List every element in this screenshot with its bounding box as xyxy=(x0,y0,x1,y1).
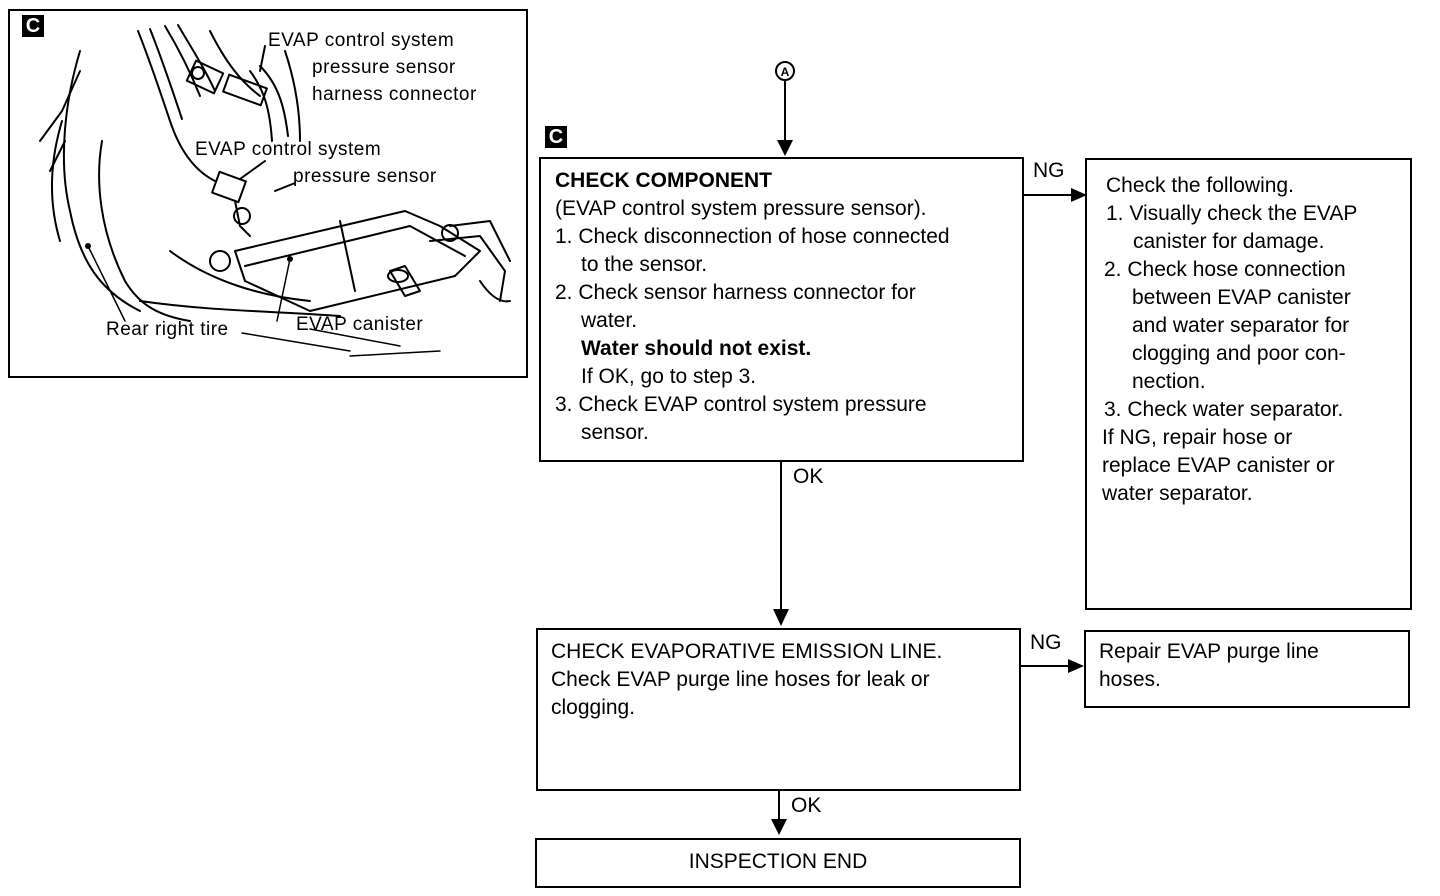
check-following-line: nection. xyxy=(1132,370,1206,393)
component-illustration-panel: C EVAP control system pressure sensor ha… xyxy=(8,9,528,378)
check-following-line: 3. Check water separator. xyxy=(1104,398,1344,421)
check-component-line: 3. Check EVAP control system pressure xyxy=(555,393,927,416)
check-component-title: CHECK COMPONENT xyxy=(555,169,773,192)
edge-label-ng: NG xyxy=(1030,631,1062,654)
label-rear-right-tire: Rear right tire xyxy=(106,319,229,340)
check-component-box: CHECK COMPONENT (EVAP control system pre… xyxy=(539,157,1024,462)
check-following-line: and water separator for xyxy=(1132,314,1350,337)
check-component-line: sensor. xyxy=(581,421,649,444)
arrowhead-down xyxy=(777,140,793,156)
check-component-line: If OK, go to step 3. xyxy=(581,365,757,388)
check-following-line: Check the following. xyxy=(1106,174,1294,197)
illustration-tag: C xyxy=(22,15,44,37)
label-evap-canister: EVAP canister xyxy=(296,314,424,335)
check-evap-line-line: CHECK EVAPORATIVE EMISSION LINE. xyxy=(551,640,943,663)
component-illustration xyxy=(39,24,511,357)
arrowhead-down xyxy=(773,609,789,626)
arrowhead-right xyxy=(1071,188,1087,202)
check-component-line: water. xyxy=(581,309,638,332)
label-sensor-line2: pressure sensor xyxy=(293,166,437,187)
check-evap-line-line: clogging. xyxy=(551,696,636,719)
check-following-line: clogging and poor con- xyxy=(1132,342,1346,365)
check-evap-line-line: Check EVAP purge line hoses for leak or xyxy=(551,668,930,691)
edge-label-ng: NG xyxy=(1033,159,1065,182)
check-following-line: water separator. xyxy=(1102,482,1253,505)
repair-line: hoses. xyxy=(1099,668,1161,691)
check-following-line: If NG, repair hose or xyxy=(1102,426,1293,449)
connector-a-symbol: A xyxy=(781,65,790,79)
arrowhead-right xyxy=(1068,659,1084,673)
check-following-line: between EVAP canister xyxy=(1132,286,1351,309)
repair-box: Repair EVAP purge line hoses. xyxy=(1084,630,1410,708)
arrowhead-down xyxy=(771,819,787,835)
check-evap-line-box: CHECK EVAPORATIVE EMISSION LINE. Check E… xyxy=(536,628,1021,791)
edge-label-ok: OK xyxy=(791,794,822,817)
check-component-line: (EVAP control system pressure sensor). xyxy=(555,197,927,220)
check-following-line: canister for damage. xyxy=(1133,230,1325,253)
check-following-line: replace EVAP canister or xyxy=(1102,454,1335,477)
inspection-end-label: INSPECTION END xyxy=(688,850,868,873)
label-sensor-connector-line3: harness connector xyxy=(312,84,477,105)
label-sensor-line1: EVAP control system xyxy=(195,139,382,160)
flow-tag: C xyxy=(545,126,567,148)
check-component-line: 2. Check sensor harness connector for xyxy=(555,281,916,304)
inspection-end-box: INSPECTION END xyxy=(535,838,1021,888)
check-following-box: Check the following. 1. Visually check t… xyxy=(1085,158,1412,610)
check-component-line: to the sensor. xyxy=(581,253,708,276)
label-sensor-connector-line1: EVAP control system xyxy=(268,30,455,51)
check-following-line: 2. Check hose connection xyxy=(1104,258,1346,281)
label-sensor-connector-line2: pressure sensor xyxy=(312,57,456,78)
check-following-line: 1. Visually check the EVAP xyxy=(1106,202,1358,225)
repair-line: Repair EVAP purge line xyxy=(1099,640,1319,663)
check-component-line: 1. Check disconnection of hose connected xyxy=(555,225,950,248)
edge-label-ok: OK xyxy=(793,465,824,488)
check-component-line: Water should not exist. xyxy=(581,337,812,360)
